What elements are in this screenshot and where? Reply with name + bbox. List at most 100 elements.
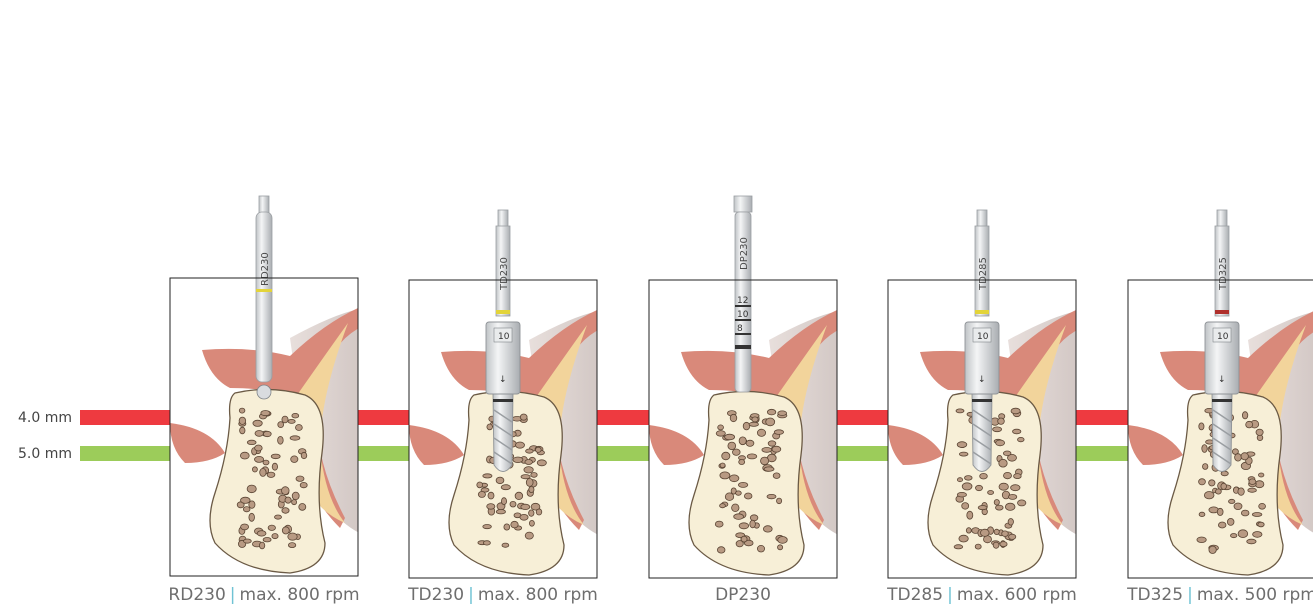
caption-drill: DP230	[715, 585, 771, 605]
bone-cavity	[278, 436, 284, 444]
bone-cavity	[1256, 429, 1263, 435]
bone-cavity	[957, 478, 962, 482]
bone-cavity	[717, 547, 725, 553]
bone-cavity	[762, 448, 772, 453]
bone-cavity	[766, 418, 775, 426]
bone-cavity	[1002, 531, 1009, 537]
drill-engraving: RD230	[260, 252, 271, 286]
bone-cavity	[520, 414, 527, 420]
bone-cavity	[957, 442, 967, 448]
bone-cavity	[733, 449, 741, 455]
panel-row: RD230RD230|max. 800 rpm10↓TD230TD230|max…	[168, 196, 1313, 605]
bone-cavity	[988, 491, 994, 495]
bone-cavity	[761, 457, 769, 465]
bone-cavity	[282, 527, 289, 534]
bone-cavity	[515, 492, 523, 499]
bone-cavity	[501, 485, 510, 490]
bone-cavity	[1011, 485, 1020, 491]
bone-cavity	[1202, 445, 1207, 453]
bone-cavity	[976, 485, 983, 490]
bone-cavity	[531, 473, 537, 478]
down-arrow-icon: ↓	[499, 375, 507, 385]
bone-cavity	[526, 478, 533, 486]
bone-cavity	[1018, 500, 1026, 506]
bone-cavity	[720, 463, 725, 468]
bone-cavity	[768, 441, 776, 446]
bone-cavity	[241, 524, 249, 530]
depth-label-5mm: 5.0 mm	[18, 446, 72, 462]
caption-speed: max. 800 rpm	[478, 585, 598, 605]
bone-cavity	[285, 497, 291, 503]
drill-engraving: DP230	[739, 237, 750, 270]
bone-cavity	[1199, 423, 1204, 430]
bone-cavity	[1209, 480, 1215, 486]
bone-cavity	[291, 456, 298, 463]
bone-cavity	[240, 427, 245, 434]
bone-cavity	[720, 504, 726, 508]
bone-cavity	[1259, 473, 1264, 477]
bone-cavity	[962, 503, 969, 510]
bone-cavity	[504, 524, 510, 530]
bone-cavity	[263, 431, 271, 436]
bone-cavity	[502, 543, 509, 547]
bone-cavity	[529, 520, 534, 526]
color-ring	[496, 310, 510, 314]
bone-cavity	[257, 531, 266, 536]
bone-cavity	[247, 440, 256, 444]
panel-caption: TD230|max. 800 rpm	[407, 585, 598, 605]
bone-cavity	[959, 452, 968, 456]
bone-cavity	[739, 437, 746, 445]
bone-cavity	[282, 508, 289, 514]
depth-band	[493, 399, 513, 402]
bone-cavity	[1248, 488, 1257, 492]
drill-engraving: TD230	[499, 257, 510, 291]
panel-dp230: DP23012108DP230	[649, 196, 849, 605]
bone-cavity	[1231, 534, 1237, 538]
bone-cavity	[240, 452, 249, 459]
bone-cavity	[255, 431, 263, 437]
bone-cavity	[1252, 513, 1262, 517]
bone-cavity	[288, 543, 295, 548]
depth-band	[735, 345, 751, 349]
bone-cavity	[993, 542, 999, 548]
bone-cavity	[1235, 454, 1242, 461]
bone-cavity	[535, 447, 541, 452]
bone-cavity	[478, 491, 485, 497]
bone-cavity	[1217, 508, 1223, 515]
bone-cavity	[739, 460, 745, 465]
panel-td230: 10↓TD230TD230|max. 800 rpm	[407, 210, 609, 605]
bone-cavity	[978, 506, 987, 510]
bone-cavity	[778, 411, 787, 416]
bone-cavity	[980, 473, 988, 479]
bone-cavity	[732, 504, 739, 512]
bone-cavity	[1234, 503, 1242, 510]
bone-cavity	[722, 452, 730, 460]
bone-cavity	[1242, 412, 1247, 419]
sleeve-depth-label: 10	[1217, 332, 1229, 342]
bone-cavity	[477, 482, 483, 488]
bone-cavity	[525, 532, 533, 539]
bone-cavity	[725, 493, 733, 501]
bone-cavity	[263, 460, 269, 465]
bone-cavity	[252, 467, 257, 472]
drill-rd230: RD230	[256, 196, 272, 399]
bone-cavity	[994, 500, 999, 506]
bone-cavity	[521, 504, 530, 509]
caption-drill: RD230	[168, 585, 225, 605]
bone-cavity	[300, 482, 307, 487]
bone-cavity	[763, 526, 772, 532]
bone-cavity	[1218, 522, 1226, 528]
panel-caption: RD230|max. 800 rpm	[168, 585, 359, 605]
caption-speed: max. 500 rpm	[1197, 585, 1313, 605]
bone-cavity	[249, 513, 255, 521]
bone-cavity	[981, 529, 990, 536]
caption-separator: |	[468, 585, 474, 605]
bone-cavity	[1249, 479, 1256, 485]
bone-cavity	[1204, 492, 1214, 499]
bone-cavity	[1013, 429, 1021, 434]
bone-cavity	[296, 425, 303, 431]
bone-cavity	[278, 422, 284, 428]
panel-td285: 10↓TD285TD285|max. 600 rpm	[886, 210, 1088, 605]
bone-cavity	[496, 510, 505, 514]
